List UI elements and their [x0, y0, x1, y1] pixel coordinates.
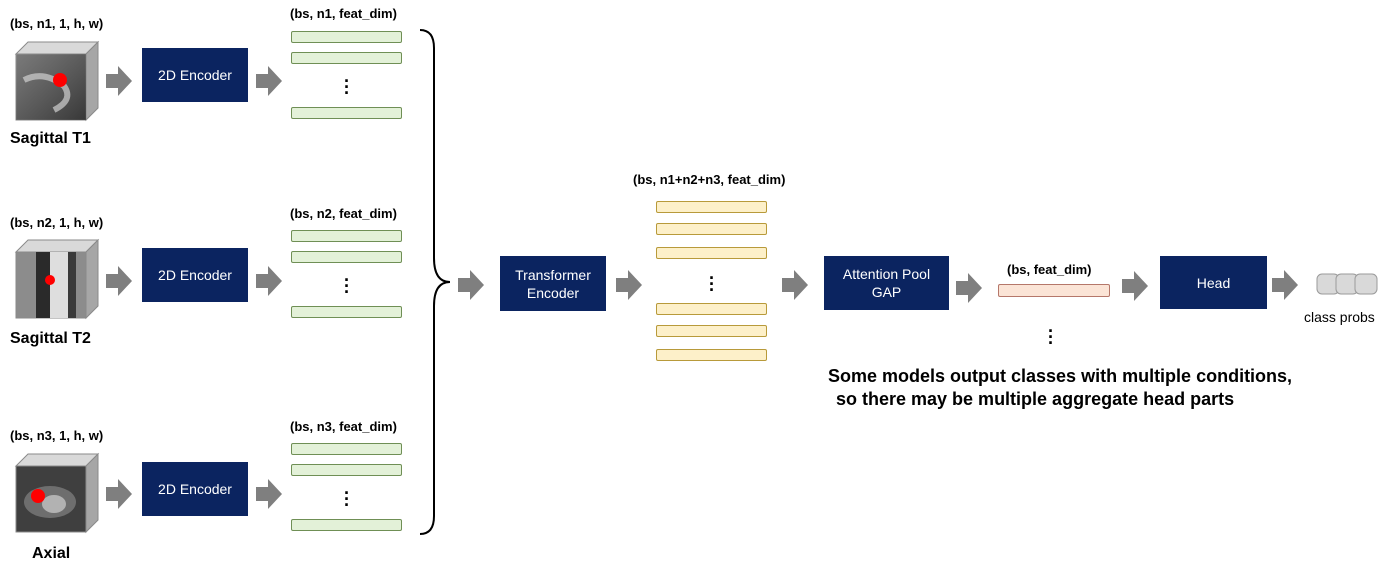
vertical-dots-icon: ···	[344, 71, 350, 103]
vertical-dots-icon: ···	[709, 268, 715, 300]
feature-token	[291, 107, 402, 119]
2d-encoder-block-2: 2D Encoder	[142, 248, 248, 302]
vertical-dots-icon: ···	[344, 270, 350, 302]
2d-encoder-block-1: 2D Encoder	[142, 48, 248, 102]
right-arrow-icon	[458, 270, 484, 300]
feature-shape-sagittal-t2: (bs, n2, feat_dim)	[290, 206, 397, 221]
mri-marker	[45, 275, 55, 285]
vertical-dots-icon: ···	[344, 483, 350, 515]
feature-token	[291, 52, 402, 64]
modality-label-sagittal-t2: Sagittal T2	[10, 330, 91, 347]
note-line-1: Some models output classes with multiple…	[828, 366, 1293, 386]
input-shape-axial: (bs, n3, 1, h, w)	[10, 428, 104, 443]
input-shape-sagittal-t2: (bs, n2, 1, h, w)	[10, 215, 104, 230]
right-arrow-icon	[1272, 270, 1298, 300]
modality-label-sagittal-t1: Sagittal T1	[10, 130, 91, 147]
feature-token	[291, 230, 402, 242]
right-arrow-icon	[106, 479, 132, 509]
concat-token	[656, 349, 767, 361]
mri-marker	[53, 73, 67, 87]
transformer-label-line1: Transformer	[515, 266, 591, 283]
transformer-encoder-block: Transformer Encoder	[500, 256, 606, 311]
concat-token	[656, 201, 767, 213]
transformer-label-line2: Encoder	[526, 284, 580, 301]
class-probs-label: class probs	[1304, 309, 1375, 325]
feature-shape-sagittal-t1: (bs, n1, feat_dim)	[290, 6, 397, 21]
mri-marker	[31, 489, 45, 503]
concat-shape-label: (bs, n1+n2+n3, feat_dim)	[633, 172, 786, 187]
pooled-feature-token	[998, 284, 1110, 297]
input-shape-sagittal-t1: (bs, n1, 1, h, w)	[10, 16, 104, 31]
class-probs-icon	[1316, 273, 1378, 295]
right-arrow-icon	[256, 479, 282, 509]
pooled-shape-label: (bs, feat_dim)	[1007, 262, 1092, 277]
feature-token	[291, 251, 402, 263]
head-block: Head	[1160, 256, 1267, 309]
curly-brace-icon	[419, 29, 451, 535]
right-arrow-icon	[256, 66, 282, 96]
concat-token	[656, 223, 767, 235]
mri-volume-icon	[14, 40, 100, 122]
2d-encoder-block-3: 2D Encoder	[142, 462, 248, 516]
concat-token	[656, 247, 767, 259]
right-arrow-icon	[782, 270, 808, 300]
concat-token	[656, 303, 767, 315]
right-arrow-icon	[616, 270, 642, 300]
feature-token	[291, 306, 402, 318]
feature-token	[291, 443, 402, 455]
pool-label-line1: Attention Pool	[842, 266, 931, 282]
feature-token	[291, 519, 402, 531]
attention-pool-block: Attention Pool GAP	[824, 256, 949, 310]
pool-label-line2: GAP	[871, 284, 902, 300]
right-arrow-icon	[106, 266, 132, 296]
mri-volume-icon	[14, 238, 100, 320]
modality-label-axial: Axial	[32, 545, 71, 562]
feature-token	[291, 31, 402, 43]
concat-token	[656, 325, 767, 337]
right-arrow-icon	[256, 266, 282, 296]
right-arrow-icon	[106, 66, 132, 96]
feature-shape-axial: (bs, n3, feat_dim)	[290, 419, 397, 434]
note-line-2: so there may be multiple aggregate head …	[836, 389, 1235, 409]
right-arrow-icon	[1122, 271, 1148, 301]
mri-volume-icon	[14, 452, 100, 534]
feature-token	[291, 464, 402, 476]
vertical-dots-icon: ···	[1048, 321, 1054, 353]
right-arrow-icon	[956, 273, 982, 303]
